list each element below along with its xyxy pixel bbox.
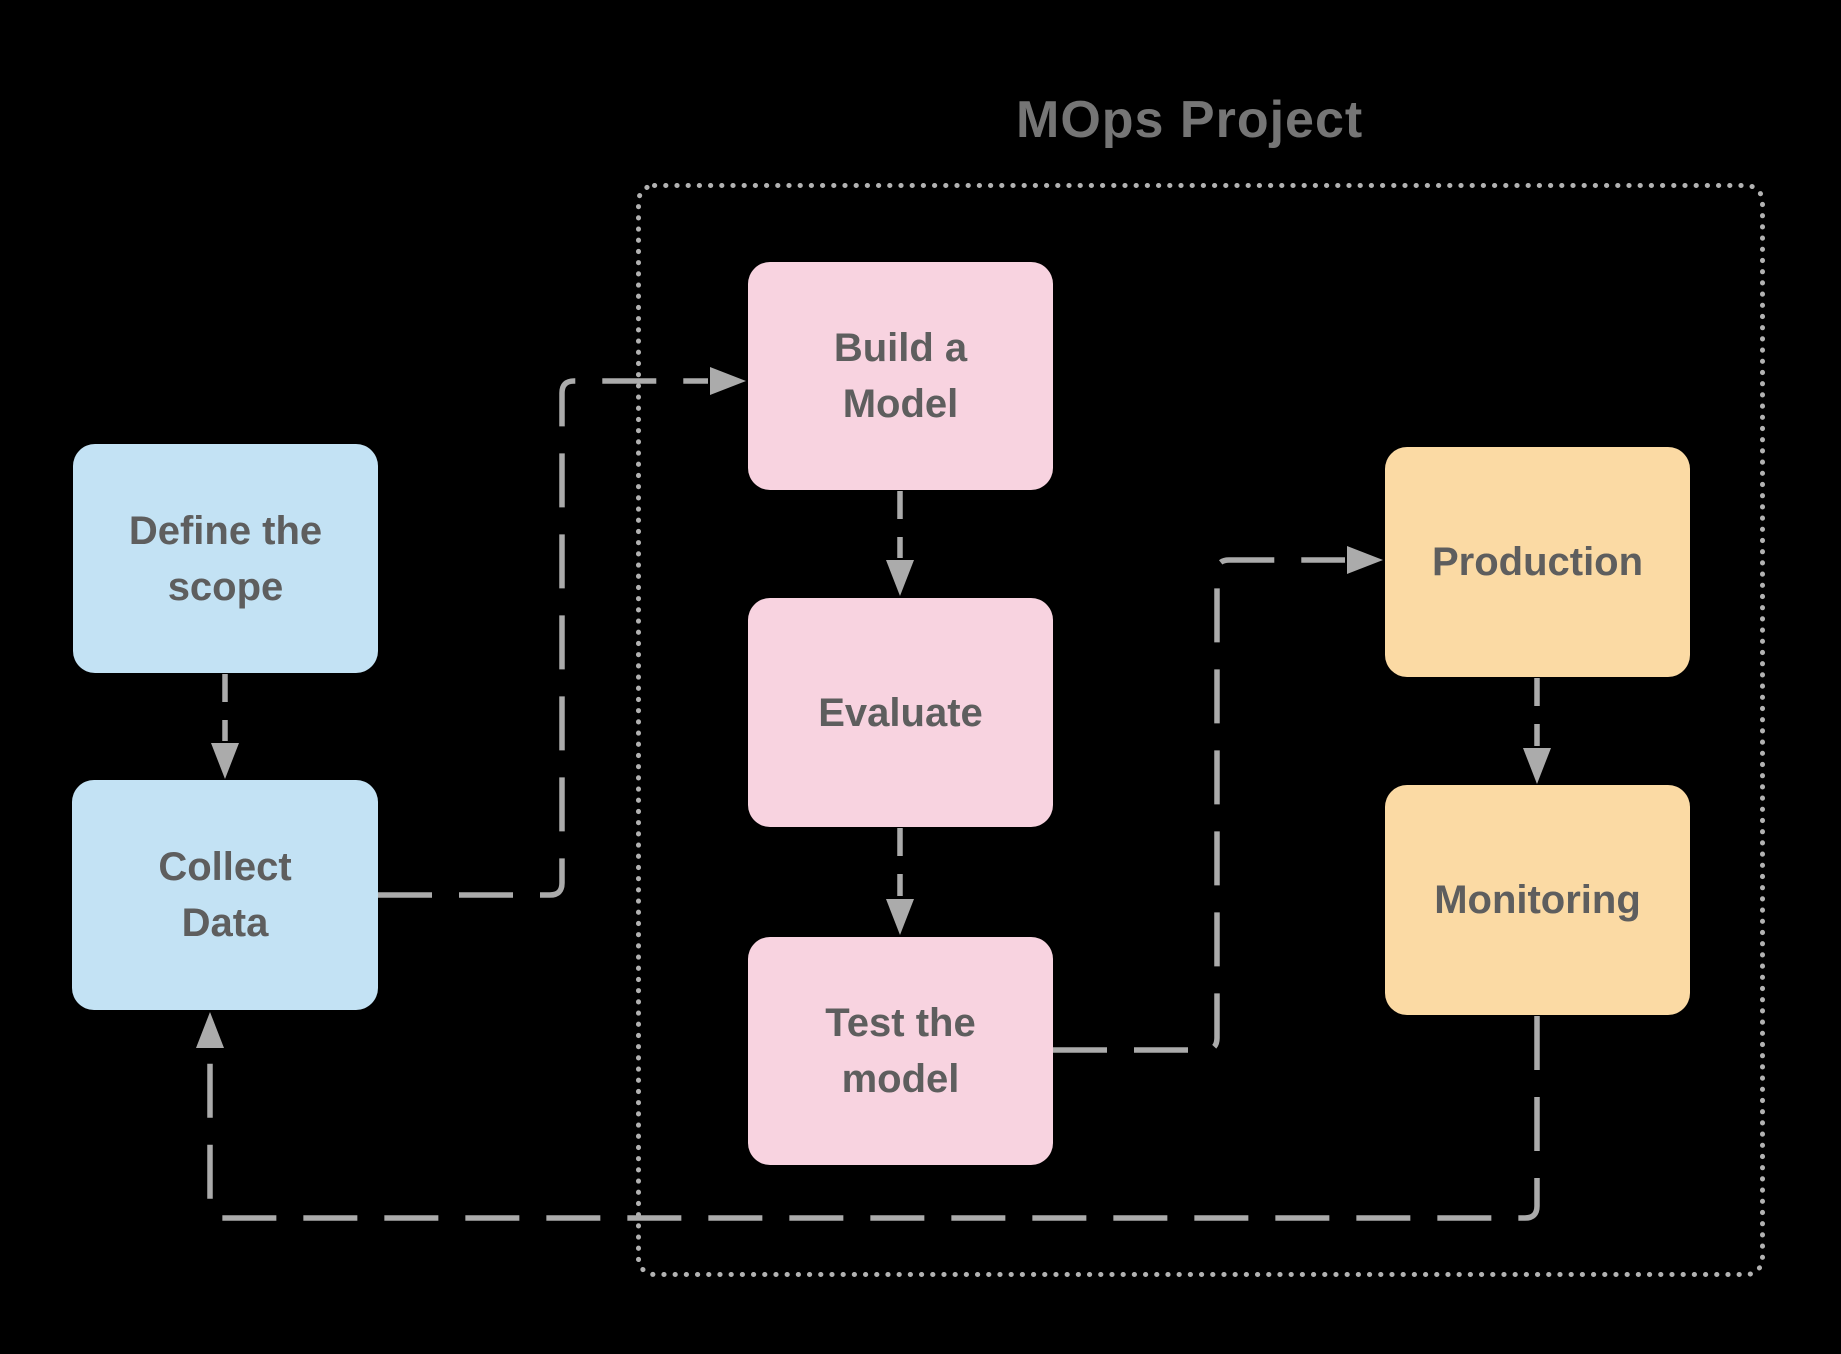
edge-monitoring-to-collect-data: [207, 1016, 1540, 1221]
arrowhead-evaluate-to-test-model: [886, 899, 914, 935]
edge-collect-data-to-build-model: [378, 378, 708, 898]
node-collect-data: Collect Data: [72, 780, 378, 1010]
node-monitoring-label: Monitoring: [1434, 878, 1641, 922]
node-production: Production: [1385, 447, 1690, 677]
node-test-the-model: Test the model: [748, 937, 1053, 1165]
node-define-the-scope-label: Define the scope: [128, 508, 323, 609]
mops-project-group-border: [636, 183, 1765, 1277]
node-define-the-scope: Define the scope: [73, 444, 378, 673]
node-test-the-model-label: Test the model: [825, 1001, 976, 1101]
arrowhead-build-model-to-evaluate: [886, 560, 914, 596]
node-production-label: Production: [1431, 540, 1644, 584]
node-evaluate: Evaluate: [748, 598, 1053, 827]
node-build-a-model-label: Build a Model: [833, 326, 968, 426]
arrowhead-test-model-to-production: [1347, 546, 1383, 574]
edge-test-model-to-production: [1053, 557, 1345, 1053]
arrowhead-collect-data-to-build-model: [710, 367, 746, 395]
arrowhead-define-scope-to-collect-data: [211, 743, 239, 779]
group-title: MOps Project: [1016, 91, 1364, 149]
node-collect-data-label: Collect Data: [158, 845, 292, 945]
node-monitoring: Monitoring: [1385, 785, 1690, 1015]
node-evaluate-label: Evaluate: [818, 690, 983, 735]
node-build-a-model: Build a Model: [748, 262, 1053, 490]
arrowhead-production-to-monitoring: [1523, 748, 1551, 784]
arrowhead-monitoring-to-collect-data: [196, 1012, 224, 1048]
